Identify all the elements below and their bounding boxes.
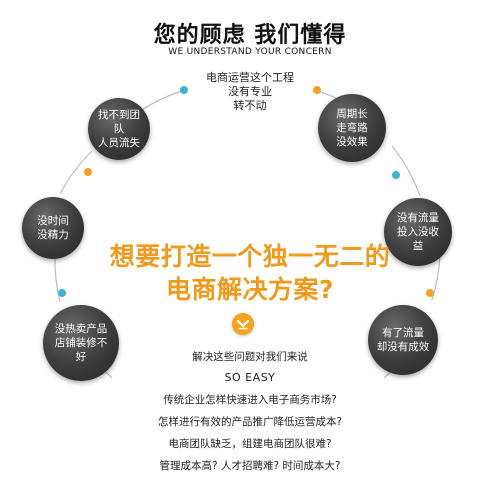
bubble-text: 投入没收益 bbox=[397, 226, 439, 252]
bubble-text: 找不到团队 bbox=[98, 109, 140, 135]
bubble-left-top: 找不到团队 人员流失 bbox=[88, 98, 150, 160]
bubble-text: 周期长 bbox=[336, 108, 368, 120]
bubble-text: 人员流失 bbox=[98, 137, 140, 149]
bubble-text: 有了流量 bbox=[382, 327, 424, 339]
chevron-down-button[interactable] bbox=[232, 313, 254, 335]
arc-segment bbox=[59, 150, 93, 195]
bubble-text: 走弯路 bbox=[336, 122, 368, 134]
bubble-left-bottom: 没热卖产品 店铺装修不好 bbox=[43, 305, 119, 381]
bubble-text: 没精力 bbox=[37, 229, 69, 241]
page-subtitle: WE UNDERSTAND YOUR CONCERN bbox=[168, 47, 332, 57]
bubble-text: 没热卖产品 bbox=[54, 323, 108, 335]
question-item: 怎样进行有效的产品推广降低运营成本? bbox=[157, 416, 343, 428]
bubble-text: 店铺装修不好 bbox=[54, 337, 108, 363]
bubble-text: 却没有成效 bbox=[376, 341, 430, 353]
page-title: 您的顾虑 我们懂得 bbox=[153, 23, 347, 48]
top-concern-line: 电商运营这个工程 bbox=[206, 71, 294, 84]
dot-orange bbox=[313, 86, 321, 94]
solution-intro: 解决这些问题对我们来说 bbox=[192, 351, 308, 363]
question-item: 传统企业怎样快速进入电子商务市场? bbox=[163, 394, 337, 406]
arc-segment bbox=[391, 145, 421, 197]
bubble-text: 没时间 bbox=[37, 215, 69, 227]
dot-teal bbox=[392, 171, 400, 179]
so-easy-text: SO EASY bbox=[224, 371, 276, 384]
question-item: 管理成本高? 人才招聘难? 时间成本大? bbox=[159, 460, 341, 472]
bubble-right-top: 周期长 走弯路 没效果 bbox=[318, 94, 386, 162]
bubble-text: 没有流量 bbox=[397, 212, 439, 224]
dot-teal bbox=[58, 289, 66, 297]
headline-line-1: 想要打造一个独一无二的 bbox=[109, 242, 391, 271]
bubble-left-mid: 没时间 没精力 bbox=[22, 197, 84, 259]
dot-orange bbox=[426, 289, 434, 297]
top-concern: 电商运营这个工程 没有专业 转不动 bbox=[150, 71, 350, 113]
headline-line-2: 电商解决方案? bbox=[165, 275, 334, 304]
dot-orange bbox=[84, 168, 92, 176]
question-item: 电商团队缺乏，组建电商团队很难? bbox=[168, 438, 332, 450]
dot-teal bbox=[180, 86, 188, 94]
top-concern-line: 没有专业 bbox=[228, 85, 272, 98]
bubble-text: 没效果 bbox=[336, 136, 368, 148]
chevron-down-icon bbox=[236, 319, 250, 330]
top-concern-line: 转不动 bbox=[233, 99, 267, 112]
bubble-right-bottom: 有了流量 却没有成效 bbox=[368, 305, 438, 375]
bubble-right-mid: 没有流量 投入没收益 bbox=[384, 198, 452, 266]
